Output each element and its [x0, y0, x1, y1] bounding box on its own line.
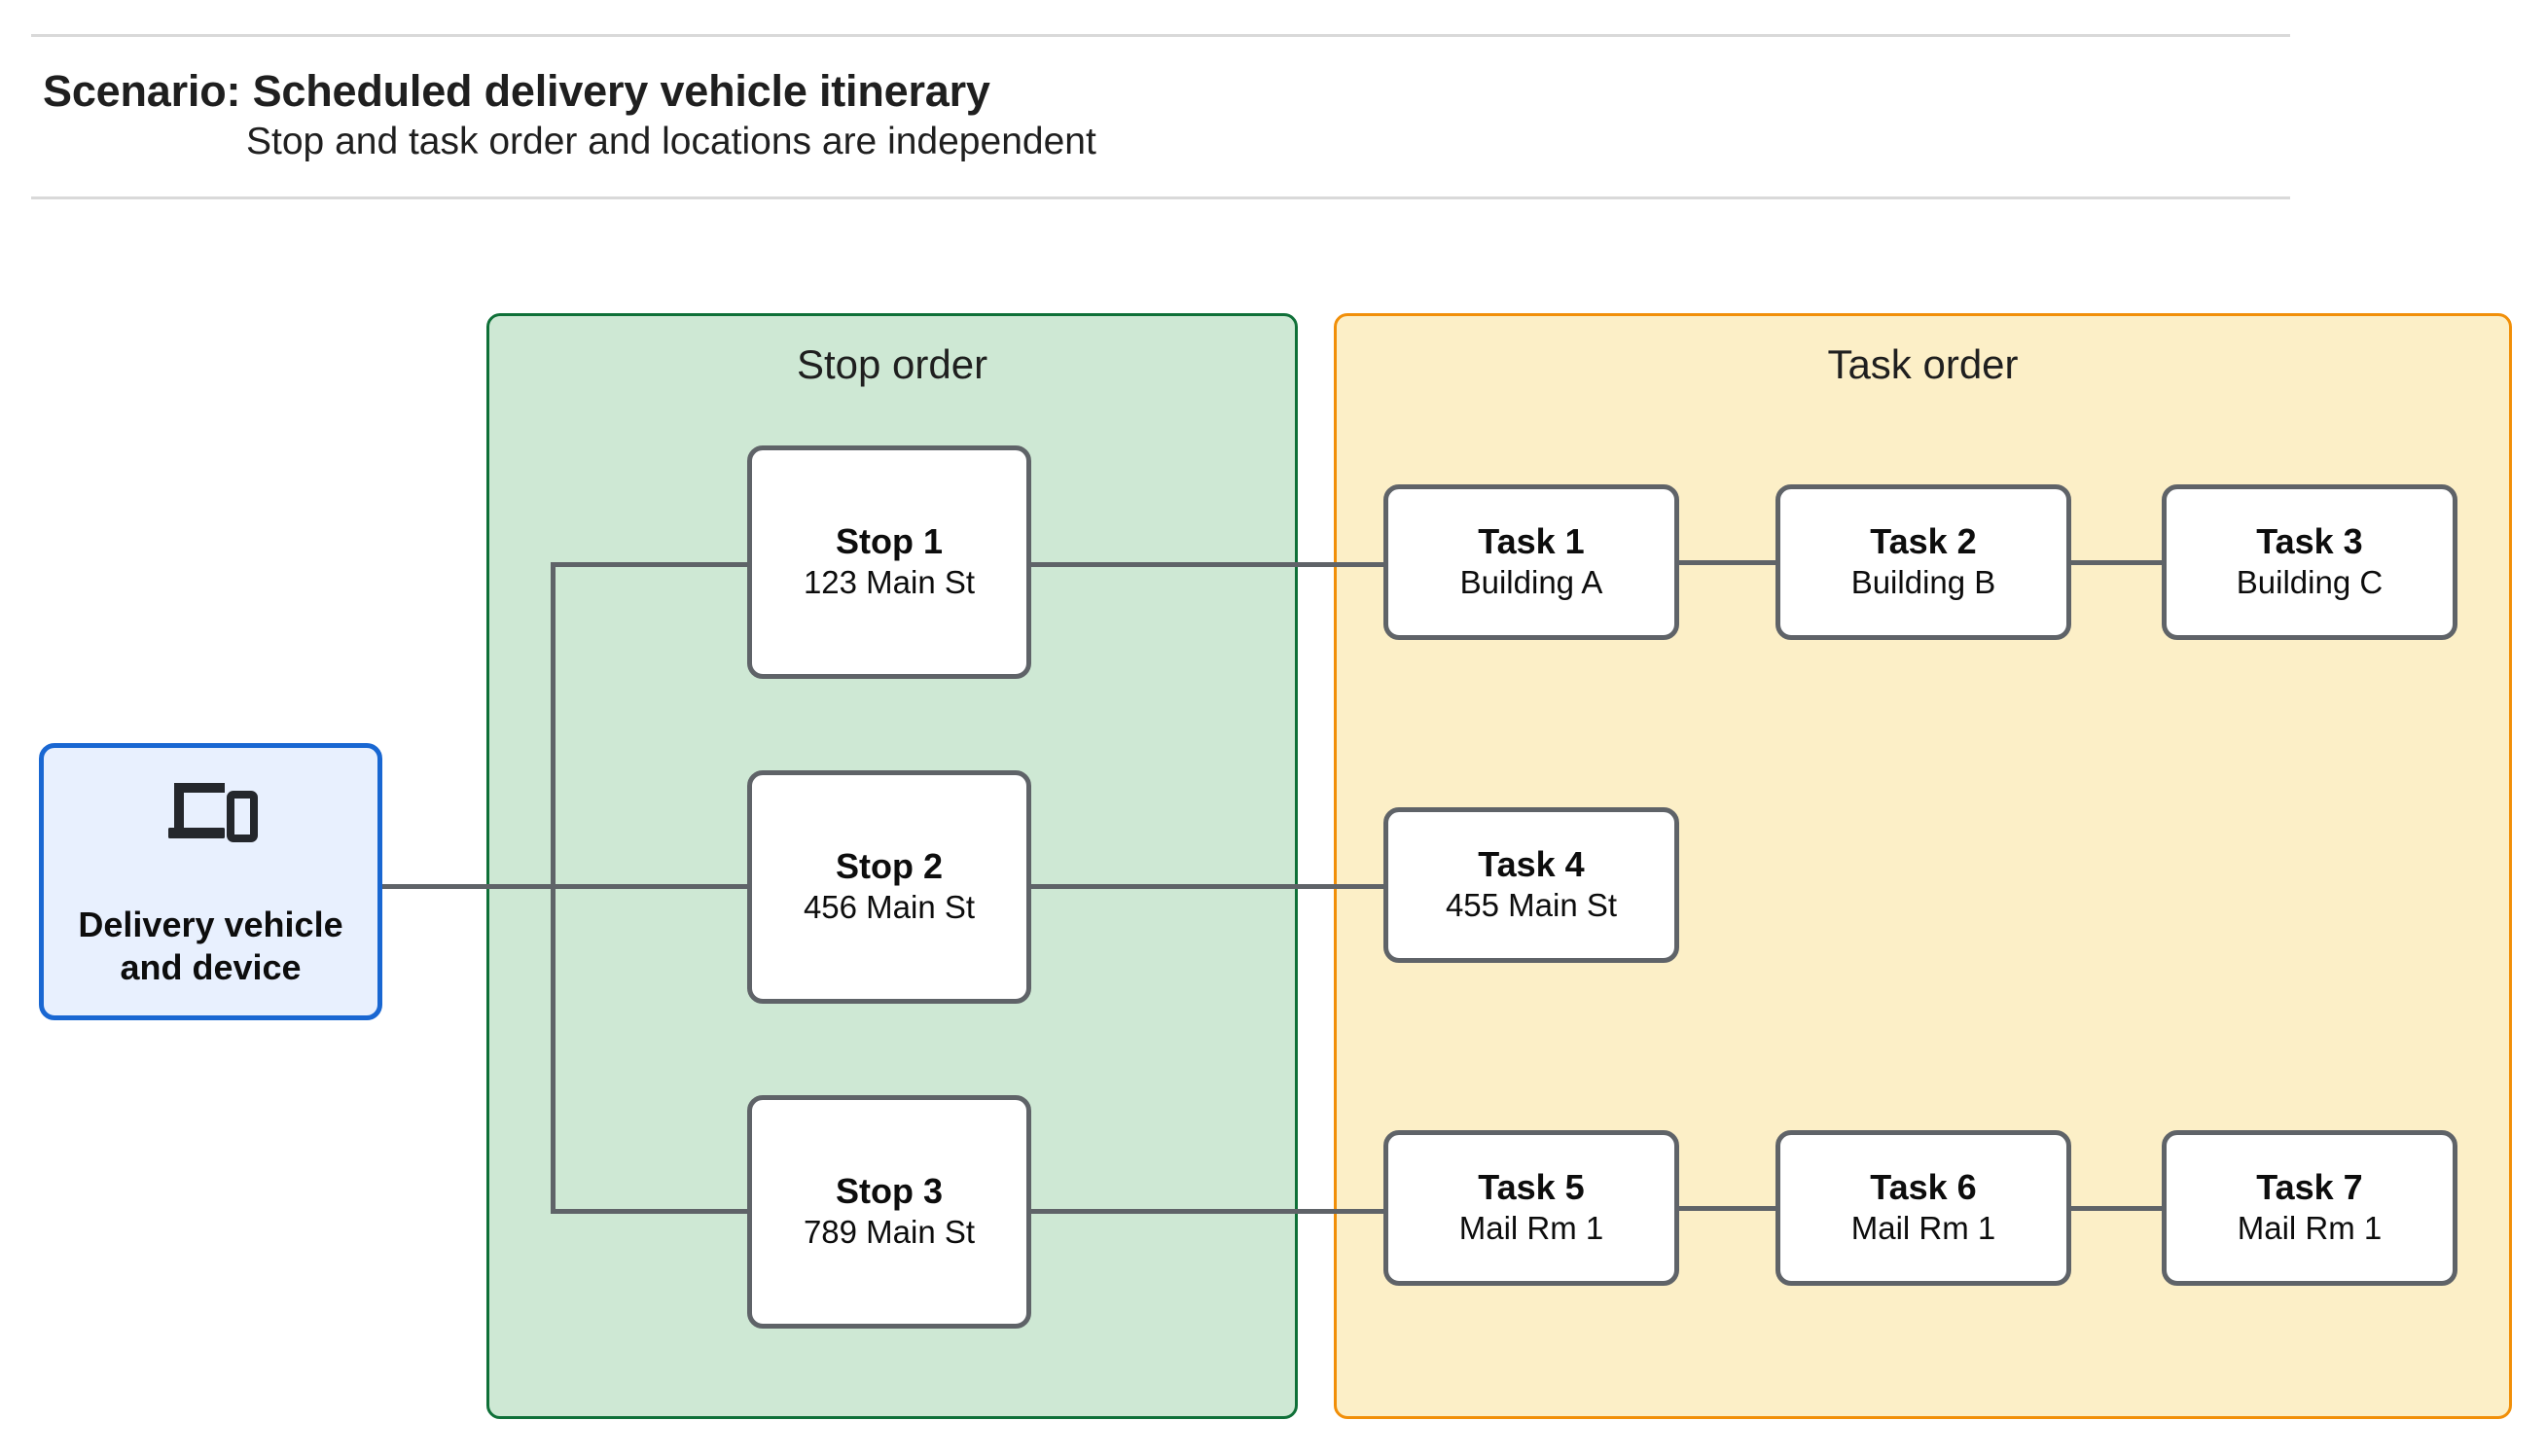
stop-node-2-title: Stop 2 [835, 845, 943, 886]
stop-node-1-address: 123 Main St [803, 564, 976, 601]
task-node-7-location: Mail Rm 1 [2237, 1210, 2383, 1247]
devices-icon [167, 782, 258, 842]
connector-stop-1-to-task-1 [1027, 562, 1387, 567]
device-node-label: Delivery vehicle and device [78, 904, 343, 987]
task-node-1-location: Building A [1459, 564, 1603, 601]
task-node-2-title: Task 2 [1870, 520, 1977, 561]
stop-node-3-title: Stop 3 [835, 1170, 943, 1211]
task-node-1[interactable]: Task 1 Building A [1383, 484, 1679, 640]
connector-stop-3-to-task-5 [1027, 1209, 1387, 1214]
task-node-3-location: Building C [2236, 564, 2384, 601]
task-node-5[interactable]: Task 5 Mail Rm 1 [1383, 1130, 1679, 1286]
task-node-7[interactable]: Task 7 Mail Rm 1 [2162, 1130, 2457, 1286]
task-node-6-location: Mail Rm 1 [1850, 1210, 1996, 1247]
connector-task-5-to-task-6 [1675, 1206, 1779, 1211]
delivery-vehicle-and-device-node[interactable]: Delivery vehicle and device [39, 743, 382, 1020]
task-node-3[interactable]: Task 3 Building C [2162, 484, 2457, 640]
task-node-2-location: Building B [1850, 564, 1996, 601]
connector-task-1-to-task-2 [1675, 560, 1779, 565]
header-divider-bottom [31, 196, 2290, 199]
page-title: Scenario: Scheduled delivery vehicle iti… [43, 66, 990, 116]
connector-stop-2-to-task-4 [1027, 884, 1387, 889]
task-node-4-title: Task 4 [1478, 843, 1585, 884]
task-node-3-title: Task 3 [2256, 520, 2363, 561]
stop-node-2-address: 456 Main St [803, 889, 976, 926]
task-node-4-location: 455 Main St [1445, 887, 1618, 924]
task-node-5-location: Mail Rm 1 [1458, 1210, 1604, 1247]
page-subtitle: Stop and task order and locations are in… [246, 121, 1096, 162]
task-node-6[interactable]: Task 6 Mail Rm 1 [1775, 1130, 2071, 1286]
connector-task-6-to-task-7 [2067, 1206, 2166, 1211]
task-order-group-title: Task order [1827, 341, 2019, 387]
stop-node-2[interactable]: Stop 2 456 Main St [747, 770, 1031, 1004]
connector-trunk-to-stop-1 [551, 562, 751, 567]
task-node-4[interactable]: Task 4 455 Main St [1383, 807, 1679, 963]
header-divider-top [31, 34, 2290, 37]
task-node-2[interactable]: Task 2 Building B [1775, 484, 2071, 640]
stop-node-1[interactable]: Stop 1 123 Main St [747, 445, 1031, 679]
connector-device-to-trunk [382, 884, 752, 889]
stop-node-1-title: Stop 1 [835, 520, 943, 561]
stop-node-3-address: 789 Main St [803, 1214, 976, 1251]
task-node-7-title: Task 7 [2256, 1166, 2363, 1207]
task-node-1-title: Task 1 [1478, 520, 1585, 561]
task-node-6-title: Task 6 [1870, 1166, 1977, 1207]
stop-order-group-title: Stop order [796, 341, 988, 387]
task-node-5-title: Task 5 [1478, 1166, 1585, 1207]
connector-trunk-to-stop-3 [551, 1209, 751, 1214]
connector-task-2-to-task-3 [2067, 560, 2166, 565]
stop-node-3[interactable]: Stop 3 789 Main St [747, 1095, 1031, 1329]
connector-stop-trunk [551, 562, 556, 1214]
